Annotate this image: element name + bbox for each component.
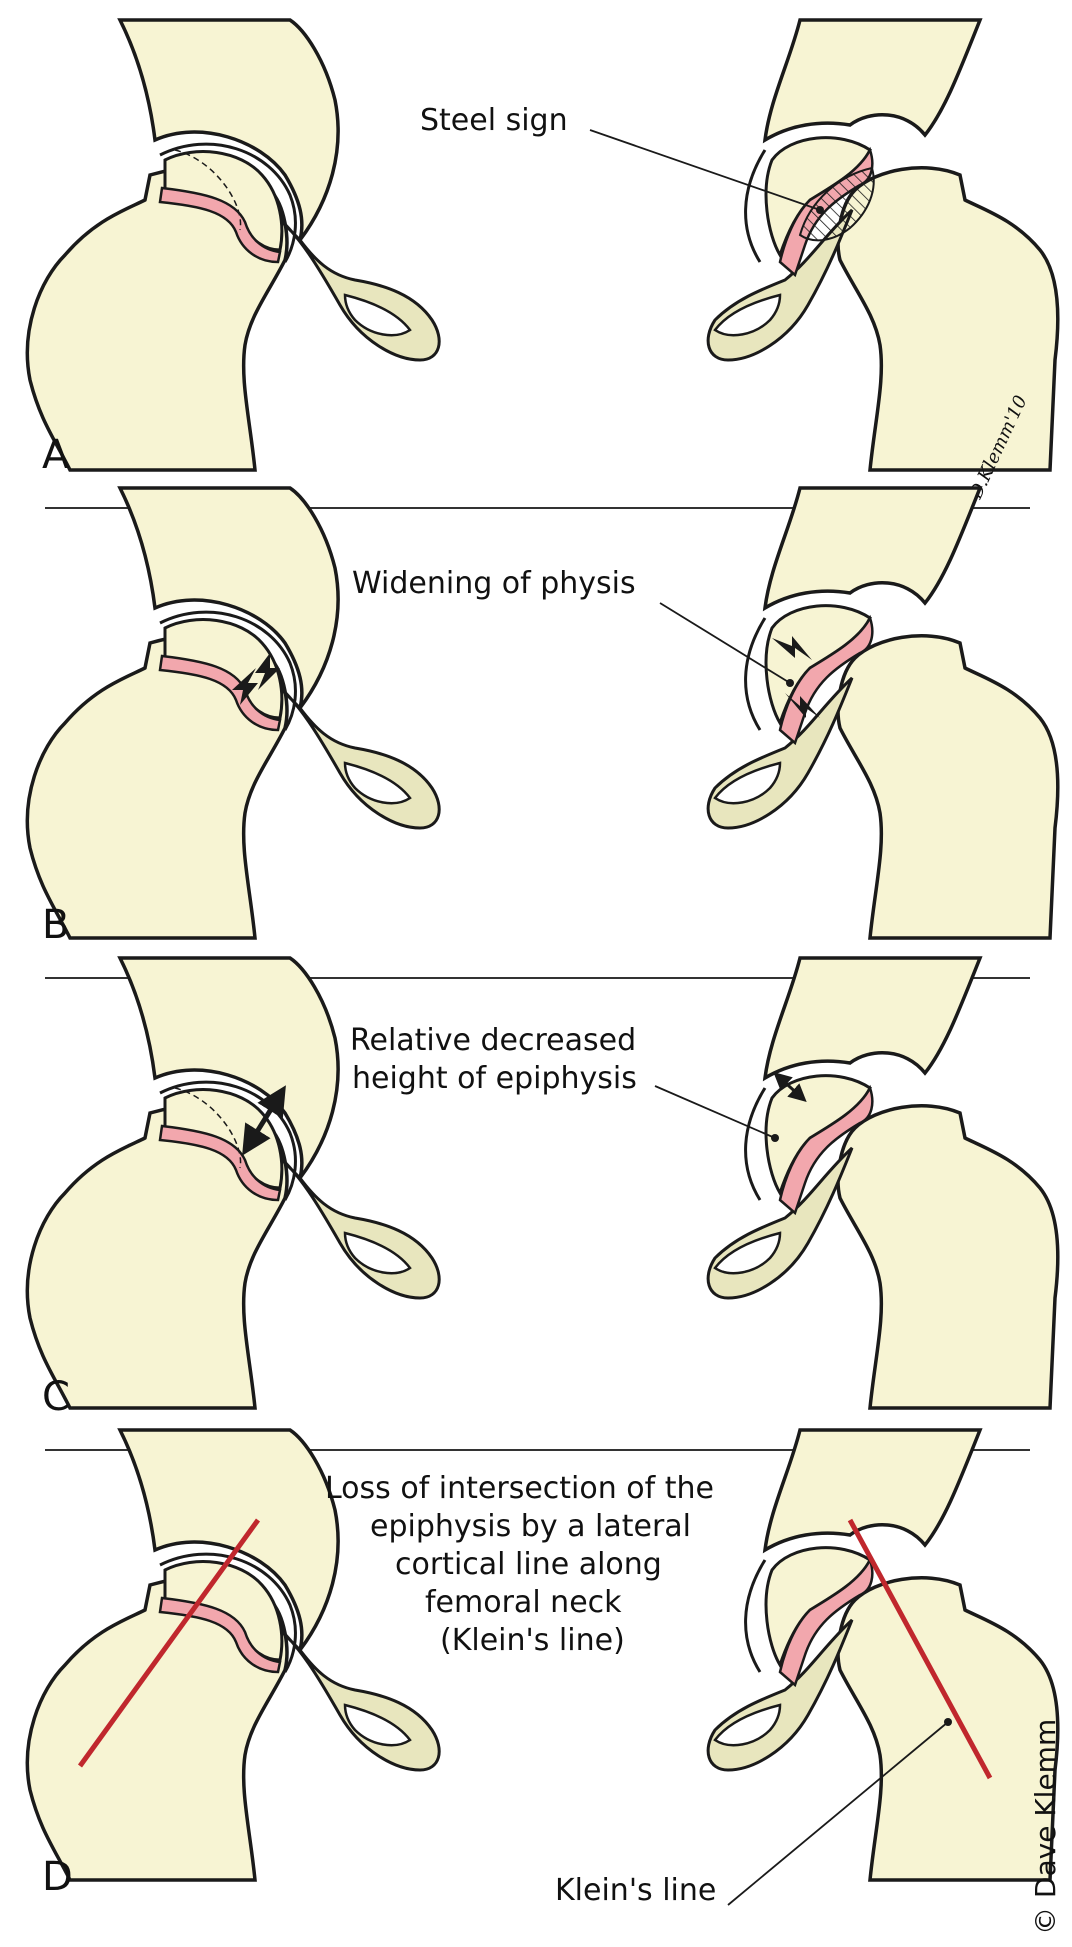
- steel-sign-leader: [589, 129, 821, 211]
- widening-arrow: [785, 693, 820, 718]
- height-label-line-1: Relative decreased: [350, 1023, 636, 1058]
- klein-label-line-2: epiphysis by a lateral: [370, 1509, 691, 1544]
- klein-label-line-5: (Klein's line): [440, 1623, 625, 1658]
- klein-label-line-3: cortical line along: [395, 1547, 662, 1582]
- panel-d: Loss of intersection of the epiphysis by…: [25, 1428, 1060, 1908]
- panel-letter-c: C: [42, 1374, 70, 1420]
- widening-dot: [786, 679, 794, 687]
- height-label-line-2: height of epiphysis: [352, 1061, 637, 1096]
- klein-secondary-label: Klein's line: [555, 1873, 716, 1908]
- klein-line-left: [77, 1518, 261, 1768]
- panel-letter-a: A: [42, 432, 70, 478]
- steel-sign-label: Steel sign: [420, 103, 568, 138]
- panel-a: Steel sign A D.Klemm'10: [25, 18, 1060, 503]
- dashed-epiphysis-outline: [174, 1087, 242, 1169]
- height-arrow-right: [773, 1071, 807, 1103]
- compression-arrow: [232, 668, 258, 705]
- height-dot: [771, 1134, 779, 1142]
- panel-letter-d: D: [42, 1854, 73, 1900]
- panel-b: Widening of physis B: [25, 486, 1060, 948]
- klein-label-line-4: femoral neck: [425, 1585, 622, 1620]
- panel-c: Relative decreased height of epiphysis C: [25, 956, 1060, 1420]
- dashed-epiphysis-outline: [174, 149, 242, 231]
- widening-label: Widening of physis: [352, 566, 636, 601]
- widening-arrow: [772, 636, 812, 660]
- panel-letter-b: B: [42, 902, 69, 948]
- klein-line-right: [847, 1518, 993, 1780]
- klein-dot: [944, 1718, 952, 1726]
- copyright-notice: © Dave Klemm: [1029, 1719, 1062, 1935]
- klein-label-line-1: Loss of intersection of the: [325, 1471, 714, 1506]
- widening-leader: [659, 602, 791, 684]
- compression-arrow: [255, 653, 280, 690]
- steel-sign-dot: [816, 206, 824, 214]
- height-arrow-left: [242, 1085, 286, 1156]
- steel-sign-hatch: [798, 166, 875, 242]
- height-leader: [654, 1085, 776, 1139]
- klein-leader: [727, 1721, 949, 1906]
